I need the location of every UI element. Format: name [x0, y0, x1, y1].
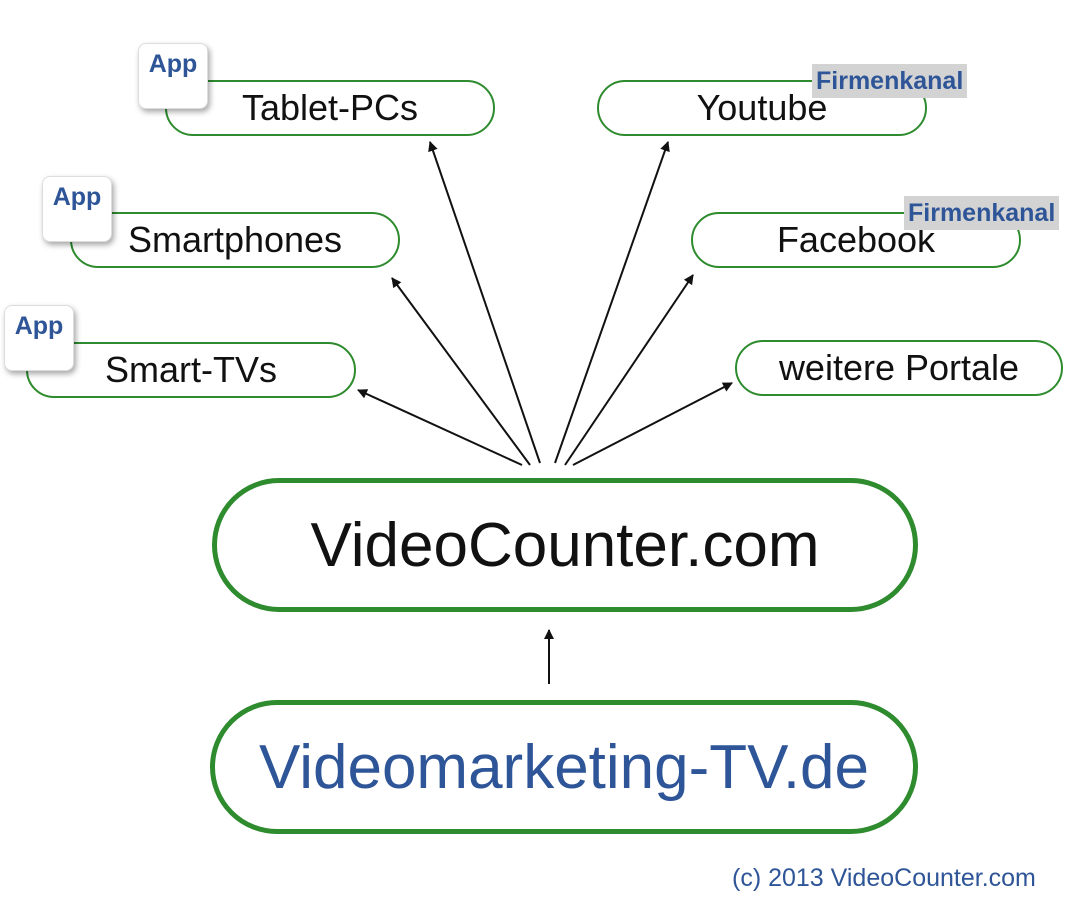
node-videomarketing: Videomarketing-TV.de: [210, 700, 918, 834]
arrow-to-weitere-portale: [572, 382, 733, 466]
node-tablet-pcs: Tablet-PCs: [165, 80, 495, 136]
app-badge-smartphones: App: [42, 176, 112, 242]
firmenkanal-label: Firmenkanal: [816, 67, 964, 95]
node-weitere-portale-label: weitere Portale: [778, 347, 1020, 388]
firmenkanal-badge-youtube: Firmenkanal: [812, 64, 968, 98]
app-badge-tablet: App: [138, 43, 208, 109]
app-badge-smart-tvs: App: [4, 305, 74, 371]
app-badge-label: App: [14, 312, 64, 340]
node-smart-tvs-label: Smart-TVs: [104, 349, 277, 390]
arrow-to-facebook: [564, 274, 694, 466]
firmenkanal-badge-facebook: Firmenkanal: [904, 196, 1060, 230]
node-videomarketing-label: Videomarketing-TV.de: [258, 732, 870, 802]
node-weitere-portale: weitere Portale: [735, 340, 1063, 396]
copyright-text: (c) 2013 VideoCounter.com: [732, 864, 1036, 892]
arrow-to-smart-tvs: [357, 389, 523, 466]
node-smart-tvs: Smart-TVs: [26, 342, 356, 398]
node-smartphones-label: Smartphones: [127, 219, 343, 260]
node-youtube: Youtube: [597, 80, 927, 136]
arrow-to-tablet-pcs: [428, 141, 541, 464]
node-smartphones: Smartphones: [70, 212, 400, 268]
node-videocounter-label: VideoCounter.com: [310, 510, 820, 580]
arrow-to-smartphones: [391, 277, 531, 466]
node-youtube-label: Youtube: [696, 87, 828, 128]
arrow-to-youtube: [554, 141, 670, 464]
node-tablet-pcs-label: Tablet-PCs: [241, 87, 419, 128]
node-videocounter: VideoCounter.com: [212, 478, 918, 612]
firmenkanal-label: Firmenkanal: [908, 199, 1056, 227]
app-badge-label: App: [52, 183, 102, 211]
app-badge-label: App: [148, 50, 198, 78]
